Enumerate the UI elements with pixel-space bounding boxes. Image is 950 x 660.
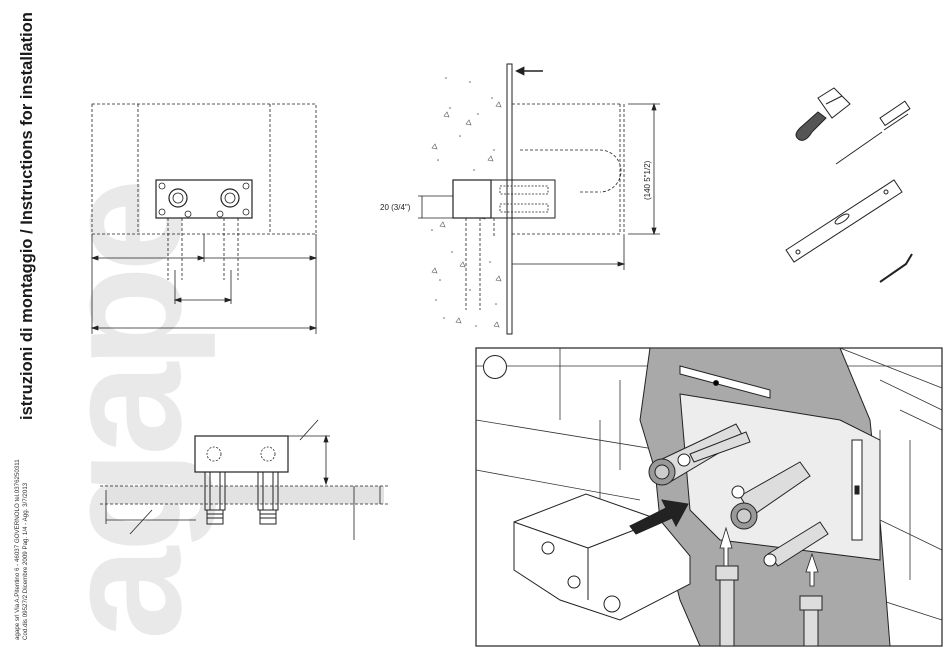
depth-label: (140 5"1/2): [643, 160, 652, 200]
screwdriver-icon: [836, 101, 910, 164]
section-view-drawing: [418, 64, 660, 334]
front-view-drawing: [92, 104, 316, 334]
putty-knife-icon: [796, 88, 850, 140]
pipe-size-label: 20 (3/4"): [380, 203, 411, 212]
allen-key-icon: [880, 254, 912, 282]
spirit-level-icon: [786, 180, 902, 262]
step-indicator: [483, 355, 507, 379]
installation-illustration: [476, 348, 942, 646]
side-view-drawing: [100, 420, 390, 540]
